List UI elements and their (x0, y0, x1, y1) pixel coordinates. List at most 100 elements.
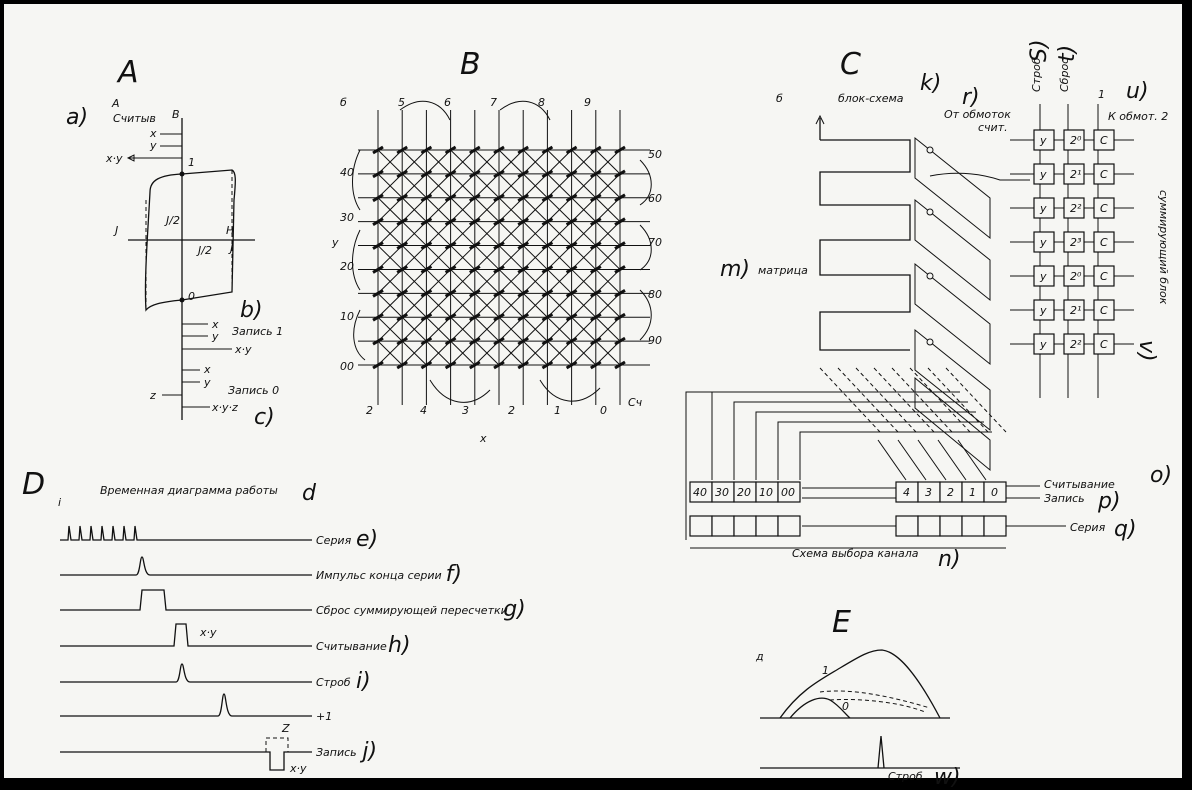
panel-e-letter: E (832, 605, 851, 640)
counter-cell (1063, 163, 1085, 185)
register-cell (983, 481, 1007, 503)
ferrite-core (614, 265, 626, 274)
drive-line (855, 367, 917, 433)
register-wire (777, 421, 984, 480)
ferrite-core (420, 241, 433, 250)
label-x-w0: x (203, 363, 211, 376)
ferrite-core (541, 193, 554, 203)
select-cell (895, 515, 919, 537)
ferrite-core (541, 265, 554, 274)
counter-cell-label: 2⁰ (1070, 134, 1082, 147)
ferrite-core (420, 360, 433, 370)
counter-cell (1093, 265, 1115, 287)
panel-c-small-b: б (776, 92, 783, 105)
ferrite-core (541, 289, 554, 298)
panel-a-read-label: Считыв (113, 112, 156, 125)
register-cell-label: 4 (903, 486, 910, 499)
timing-row-mark: e) (356, 527, 378, 552)
ferrite-core (590, 312, 602, 322)
ferrite-core (517, 312, 529, 322)
timing-row-label: Сброс суммирующей пересчетки (316, 604, 508, 617)
ferrite-core (614, 241, 626, 250)
counter-cell-label: C (1100, 270, 1108, 283)
timing-row-label: Считывание (316, 640, 387, 653)
matrix-bottom-loops (429, 379, 601, 403)
ferrite-core (396, 217, 408, 226)
drive-line (927, 367, 989, 433)
counter-cell-label: C (1100, 134, 1108, 147)
point-0 (179, 297, 185, 303)
mark-o: o) (1150, 463, 1172, 488)
register-cell-label: 30 (715, 486, 729, 499)
ferrite-core (372, 312, 384, 322)
timing-row-mark: g) (503, 597, 526, 622)
select-cell (755, 515, 779, 537)
select-cell (983, 515, 1007, 537)
panel-a: A a) A Считыв B x y x·y J H J J/2 J/2 1 … (66, 55, 283, 430)
ferrite-core (493, 193, 505, 203)
matrix-serpentine (819, 118, 911, 351)
ferrite-core (372, 360, 384, 370)
ferrite-core (517, 360, 529, 370)
ferrite-core (469, 169, 481, 179)
matrix-bottom-label: 4 (420, 404, 427, 417)
ferrite-core (469, 336, 481, 346)
label-half-top: J/2 (164, 214, 180, 227)
mark-w: w) (934, 765, 961, 790)
ferrite-core (396, 241, 408, 250)
timing-row-label: Импульс конца серии (316, 569, 442, 582)
mark-m: m) (720, 257, 750, 282)
panel-e: E д 1 0 Строб w) (755, 605, 961, 790)
ferrite-core (444, 193, 457, 203)
label-write1: Запись 1 (232, 325, 283, 338)
timing-trace (60, 556, 312, 576)
register-wire (957, 439, 987, 481)
ferrite-core (372, 265, 384, 274)
register-cell (777, 481, 801, 503)
mark-d: d (302, 481, 317, 506)
ferrite-core (469, 145, 481, 155)
select-cell (733, 515, 757, 537)
xy-write-label: x·y (289, 762, 307, 775)
ferrite-core (541, 169, 554, 179)
ferrite-core (614, 217, 626, 226)
matrix-right-loops (639, 159, 652, 341)
ferrite-core (590, 193, 602, 203)
ferrite-core (614, 169, 626, 179)
panel-c-letter: C (840, 47, 861, 82)
ferrite-core (444, 241, 457, 250)
ferrite-core (517, 169, 529, 179)
one-label: 1 (1098, 88, 1105, 101)
xy-read-label: x·y (199, 626, 217, 639)
mark-u: u) (1126, 79, 1149, 104)
ferrite-core (565, 145, 578, 155)
ferrite-core (396, 169, 408, 179)
ferrite-core (469, 217, 481, 226)
counter-cell-label: 2³ (1070, 236, 1082, 249)
curve-0-label: 0 (842, 700, 849, 713)
matrix-left-loops (352, 149, 366, 361)
matrix-right-label: 60 (648, 192, 662, 205)
counter-cell-label: C (1100, 236, 1108, 249)
ferrite-core (469, 265, 481, 274)
label-xy-read: x·y (105, 152, 123, 165)
curve-dash-2 (829, 699, 926, 713)
ferrite-core (493, 169, 505, 179)
matrix-top-loops (399, 100, 551, 121)
panel-d-letter: D (22, 467, 45, 502)
register-wire (733, 401, 968, 480)
arrowhead (815, 114, 825, 125)
register-cell-label: 00 (781, 486, 795, 499)
read-short-label: счит. (978, 121, 1008, 134)
ferrite-core (372, 336, 384, 346)
register-cell-label: 2 (947, 486, 954, 499)
from-winding-label: От обмоток (944, 108, 1011, 121)
mark-n: n) (938, 547, 961, 572)
counter-cell (1093, 163, 1115, 185)
ferrite-core (517, 289, 529, 298)
z-write-label: Z (281, 722, 290, 735)
label-z-w0: z (149, 389, 156, 402)
select-cell (917, 515, 941, 537)
